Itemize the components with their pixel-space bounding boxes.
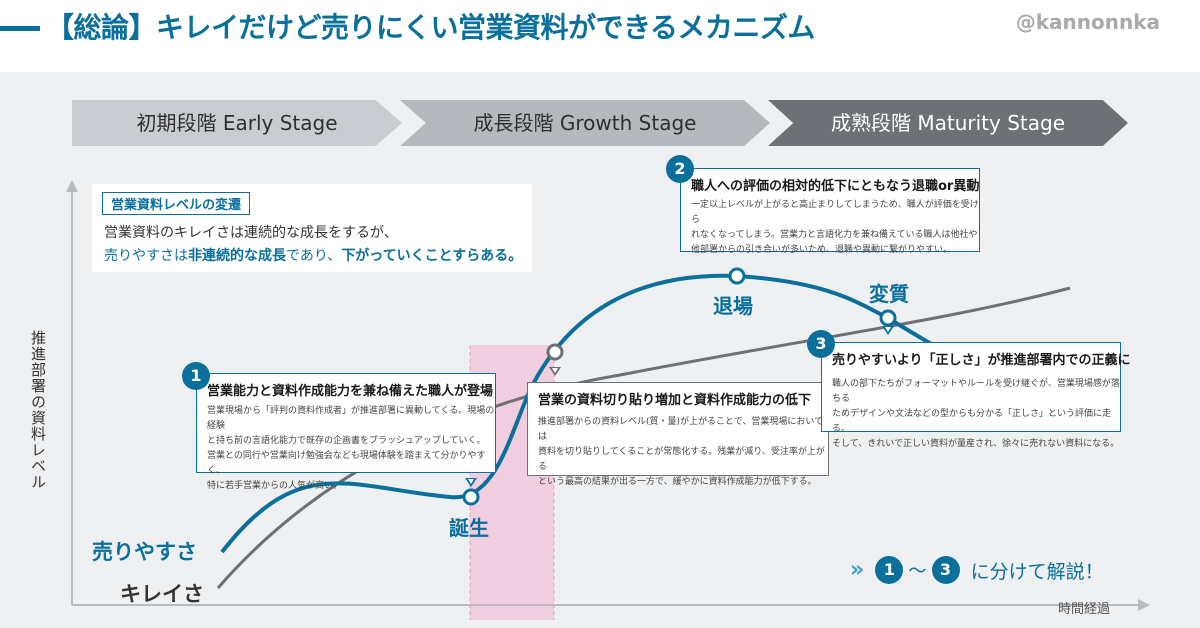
callout-1-body: 営業現場から「評判の資料作成者」が推進部署に異動してくる。現場の経験 と持ち前の… <box>207 406 495 491</box>
callout-mid-body: 推進部署からの資料レベル(質・量)が上がることで、営業現場においては 資料を切り… <box>538 417 825 487</box>
footer-note: » 1 〜 3 に分けて解説！ <box>850 556 1104 588</box>
x-axis-label: 時間経過 <box>1058 602 1111 617</box>
intro-line2-d: 下がっていくことすらある。 <box>341 248 523 264</box>
callout-2-number: 2 <box>666 155 694 183</box>
cleanliness-curve <box>216 286 1071 589</box>
label-birth: 誕生 <box>449 516 489 540</box>
intro-line2-c: であり、 <box>286 248 342 264</box>
callout-1: 営業能力と資料作成能力を兼ね備えた職人が登場 営業現場から「評判の資料作成者」が… <box>196 373 496 491</box>
intro-line2-b: 非連続的な成長 <box>188 248 286 264</box>
author-handle: @kannonnka <box>1015 10 1160 34</box>
y-axis-label: 推進部署の資料レベル <box>29 330 47 490</box>
callout-2: 職人への評価の相対的低下にともなう退職or異動 一定以上レベルが上がると高止まり… <box>680 168 980 255</box>
callout-1-number: 1 <box>182 362 210 390</box>
footer-text: に分けて解説！ <box>970 560 1104 583</box>
legend-cleanliness: キレイさ <box>120 582 204 606</box>
footer-tilde: 〜 <box>908 561 927 582</box>
x-axis-arrow <box>1138 599 1150 611</box>
header: 【総論】キレイだけど売りにくい営業資料ができるメカニズム @kannonnka <box>0 0 1200 72</box>
callout-3-body: 職人の部下たちがフォーマットやルールを受け継ぐが、営業現場感が落ちる ためデザイ… <box>832 379 1120 449</box>
point-growth <box>546 343 564 361</box>
footer-number-3: 3 <box>931 556 960 584</box>
callout-3: 売りやすいより「正しさ」が推進部署内での正義に 職人の部下たちがフォーマットやル… <box>821 342 1130 449</box>
point-change <box>879 309 897 327</box>
intro-line2-a: 売りやすさは <box>104 248 188 264</box>
marker-change-arrow <box>882 326 894 335</box>
title-accent-bar <box>0 26 40 31</box>
marker-growth-arrow <box>549 367 561 376</box>
callout-3-number: 3 <box>807 330 835 358</box>
point-retire <box>728 267 746 285</box>
intro-box: 営業資料レベルの変遷 営業資料のキレイさは連続的な成長をするが、 売りやすさは非… <box>92 184 532 272</box>
legend-sellability: 売りやすさ <box>92 540 197 564</box>
label-retire: 退場 <box>713 294 753 318</box>
intro-line2: 売りやすさは非連続的な成長であり、下がっていくことすらある。 <box>104 245 522 265</box>
label-change: 変質 <box>869 282 909 306</box>
callout-1-title: 営業能力と資料作成能力を兼ね備えた職人が登場 <box>207 384 494 399</box>
intro-line1: 営業資料のキレイさは連続的な成長をするが、 <box>104 225 398 241</box>
stage-growth: 成長段階 Growth Stage <box>400 100 770 146</box>
page-title: 【総論】キレイだけど売りにくい営業資料ができるメカニズム <box>46 11 815 44</box>
callout-3-title: 売りやすいより「正しさ」が推進部署内での正義に <box>832 353 1131 368</box>
callout-mid-title: 営業の資料切り貼り増加と資料作成能力の低下 <box>538 393 812 408</box>
y-axis-arrow <box>66 180 78 192</box>
stage-early: 初期段階 Early Stage <box>72 100 402 146</box>
intro-tag: 営業資料レベルの変遷 <box>102 192 251 215</box>
marker-birth-arrow <box>465 478 477 487</box>
point-birth <box>462 488 480 506</box>
callout-2-body: 一定以上レベルが上がると高止まりしてしまうため、職人が評価を受けら れなくなって… <box>691 200 979 255</box>
footer-number-1: 1 <box>875 556 904 584</box>
callout-2-title: 職人への評価の相対的低下にともなう退職or異動 <box>691 179 980 194</box>
stage-maturity: 成熟段階 Maturity Stage <box>768 100 1128 146</box>
double-chevron-icon: » <box>850 557 865 583</box>
callout-mid: 営業の資料切り貼り増加と資料作成能力の低下 推進部署からの資料レベル(質・量)が… <box>527 382 829 487</box>
sellability-curve <box>220 273 1061 554</box>
